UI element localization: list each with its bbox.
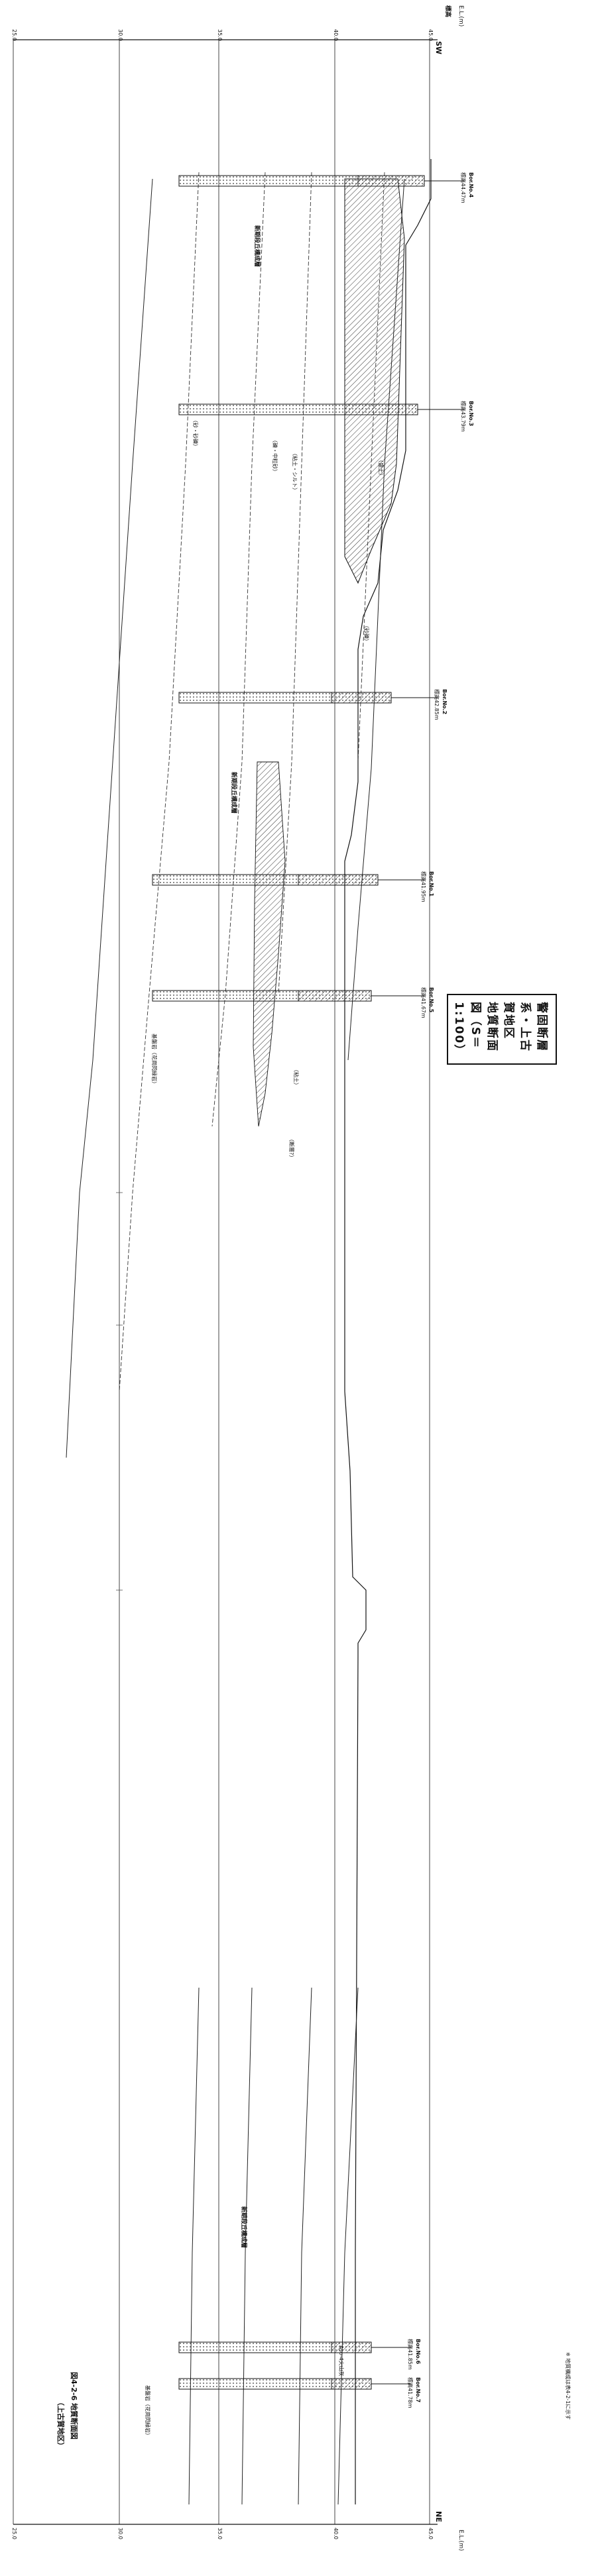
top-tick-35: 35.0 [217, 29, 223, 41]
borehole-3 [178, 403, 464, 415]
bor1-name: Bor.No.1 [428, 871, 434, 897]
unit-contact-2 [66, 178, 153, 1458]
unit-sand-gravel: （砂・砂礫） [192, 417, 198, 449]
unit-contact-3 [337, 1987, 359, 2505]
bottom-tick-45: 45.0 [428, 2528, 434, 2540]
boundary-d [119, 172, 200, 1392]
bor1-elev: 標高41.95m [420, 871, 426, 902]
bor7-elev: 標高41.78m [407, 2377, 413, 2408]
unit-shinsen-2: 新期段丘構成層 [230, 772, 237, 814]
bor3-elev: 標高43.79m [460, 401, 466, 432]
bottom-tick-30: 30.0 [117, 2528, 123, 2540]
unit-gravel: （砂礫） [363, 623, 369, 644]
bor3-name: Bor.No.3 [468, 401, 474, 427]
corner-note: ※ 地質構成は表4-2-1に示す [565, 2352, 571, 2420]
unit-fill: （盛土） [378, 457, 384, 478]
top-el-label: E.L.(m) [457, 5, 464, 27]
unit-clay: （粘土） [293, 1067, 299, 1088]
borehole-6 [178, 2341, 411, 2353]
borehole-4 [178, 175, 464, 187]
unit-kiban-2: 基盤岩（花崗閃緑岩） [145, 2385, 150, 2438]
bor4-elev: 標高44.47m [460, 172, 466, 203]
bottom-tick-40: 40.0 [333, 2528, 339, 2540]
bor6-elev: 標高41.85m [407, 2339, 413, 2370]
unit-silt: （粘土・シルト） [292, 451, 298, 493]
figure-number: 図4-2-6 地質断面図 [70, 2372, 78, 2440]
main-title: 警固断層系・上古賀地区 地質断面図（S＝1:100） [452, 1002, 548, 1057]
borehole-7 [178, 2378, 411, 2390]
bottom-el-label: E.L.(m) [457, 2530, 464, 2551]
unit-ash: Aso-4火山灰 [338, 2345, 344, 2377]
top-tick-40: 40.0 [333, 29, 339, 41]
unit-fault-q: （断層?） [288, 1136, 294, 1161]
bottom-direction-label: NE [434, 2511, 443, 2522]
bor2-name: Bor.No.2 [442, 689, 448, 715]
unit-contact-1 [347, 178, 405, 1061]
unit-shinsen-3: 新期段丘構成層 [240, 2206, 247, 2249]
unit-contact-6 [188, 1987, 200, 2505]
unit-kiban-1: 基盤岩（花崗閃緑岩） [151, 1034, 157, 1087]
boundary-c [211, 172, 266, 1127]
unit-contact-4 [298, 1987, 312, 2505]
borehole-1 [152, 874, 424, 886]
bor5-elev: 標高41.67m [420, 987, 426, 1018]
bor2-elev: 標高42.85m [434, 689, 440, 720]
unit-contact-5 [241, 1987, 253, 2505]
top-direction-label: SW [434, 41, 443, 55]
top-tick-25: 25.0 [11, 29, 17, 41]
bottom-tick-35: 35.0 [217, 2528, 223, 2540]
borehole-2 [178, 692, 438, 704]
bor6-name: Bor.No.6 [415, 2339, 421, 2365]
top-direction-kanji: 標高 [444, 5, 451, 18]
main-title-box: 警固断層系・上古賀地区 地質断面図（S＝1:100） [447, 994, 557, 1065]
borehole-columns [152, 175, 464, 2390]
bor4-name: Bor.No.4 [468, 172, 474, 198]
clay-lens-hatched [253, 761, 286, 1127]
bor7-name: Bor.No.7 [415, 2377, 421, 2403]
unit-coarse: （礫・中粒砂） [272, 437, 278, 474]
ground-surface-line [344, 159, 432, 2504]
bor5-name: Bor.No.5 [428, 987, 434, 1013]
figure-subtitle: （上古賀地区） [56, 2398, 65, 2449]
bottom-tick-25: 25.0 [11, 2528, 17, 2540]
unit-shinsen-1: 新期段丘構成層 [253, 225, 260, 268]
top-tick-30: 30.0 [117, 29, 123, 41]
borehole-5 [152, 990, 424, 1002]
top-tick-45: 45.0 [428, 29, 434, 41]
boundary-a [357, 172, 385, 763]
fill-layer-hatched [344, 178, 405, 584]
